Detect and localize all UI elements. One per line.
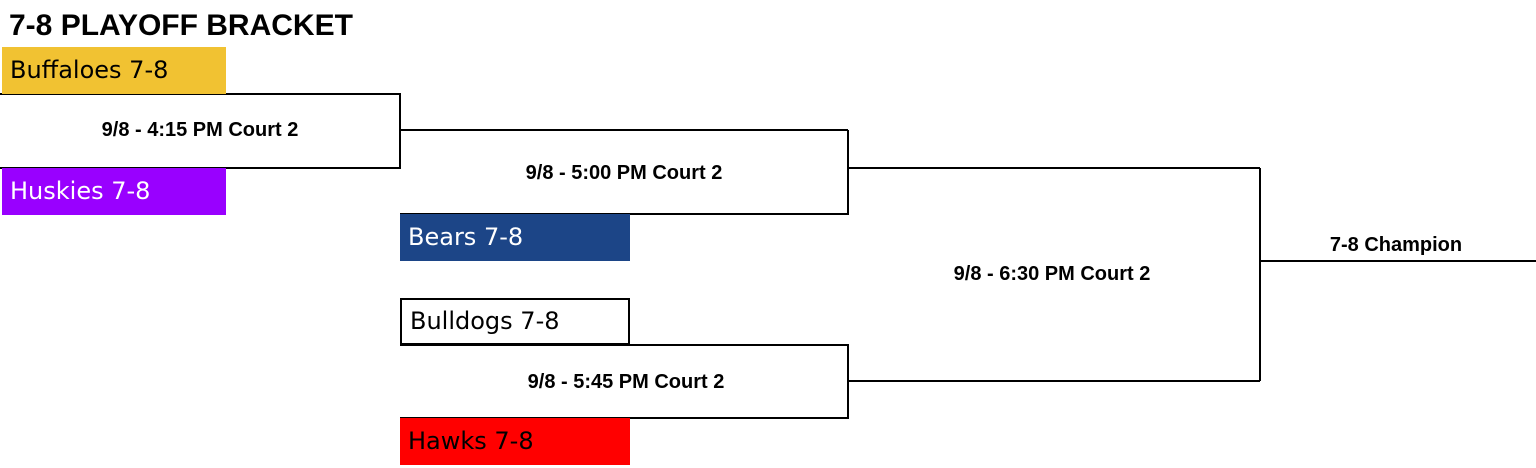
- champion-label: 7-8 Champion: [1329, 234, 1463, 256]
- team-huskies: Huskies 7-8: [2, 168, 226, 215]
- team-hawks: Hawks 7-8: [400, 418, 630, 465]
- game-1-label: 9/8 - 4:15 PM Court 2: [101, 119, 299, 141]
- team-buffaloes: Buffaloes 7-8: [2, 47, 226, 94]
- bracket-title: 7-8 PLAYOFF BRACKET: [9, 9, 353, 42]
- team-bulldogs: Bulldogs 7-8: [400, 298, 630, 345]
- team-bears: Bears 7-8: [400, 214, 630, 261]
- game-3-label: 9/8 - 5:45 PM Court 2: [527, 371, 725, 393]
- game-2-label: 9/8 - 5:00 PM Court 2: [525, 162, 723, 184]
- game-4-label: 9/8 - 6:30 PM Court 2: [953, 263, 1151, 285]
